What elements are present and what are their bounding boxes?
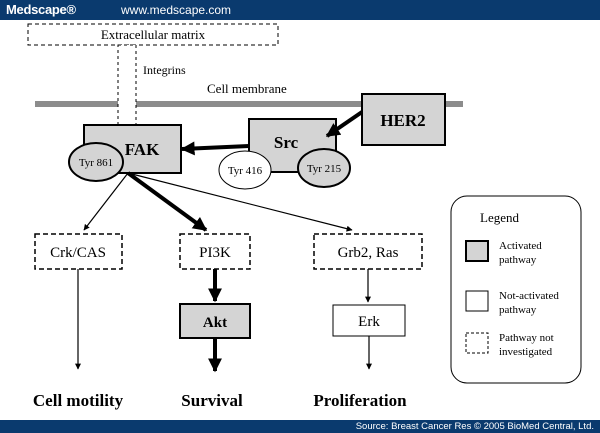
- cell-membrane-bar: [35, 101, 463, 107]
- cell-motility-label: Cell motility: [33, 391, 124, 410]
- tyr-215-site: [297, 148, 351, 188]
- grb2ras-box: [313, 233, 423, 270]
- extracellular-matrix-label: Extracellular matrix: [101, 27, 206, 42]
- fak-label: FAK: [125, 140, 160, 159]
- arrow-fak-crkcas: [83, 172, 129, 231]
- src-label: Src: [274, 133, 299, 152]
- tyr-416-label: Tyr 416: [228, 165, 263, 177]
- legend-activated-swatch: [465, 240, 489, 262]
- legend-not-activated-line2: pathway: [499, 304, 537, 316]
- erk-box: [332, 304, 406, 337]
- tyr-861-label: Tyr 861: [79, 157, 113, 169]
- arrow-her2-src: [325, 110, 364, 138]
- legend-not-activated-swatch: [465, 290, 489, 312]
- pi3k-label: PI3K: [199, 245, 231, 261]
- integrins-label: Integrins: [143, 63, 186, 77]
- source-credit: Source: Breast Cancer Res © 2005 BioMed …: [355, 421, 594, 432]
- akt-label: Akt: [203, 315, 227, 331]
- crkcas-box: [34, 233, 123, 270]
- her2-box: [361, 93, 446, 146]
- survival-label: Survival: [181, 391, 243, 410]
- legend-activated-line1: Activated: [499, 240, 542, 252]
- legend-not-investigated-swatch: [465, 332, 489, 354]
- crkcas-label: Crk/CAS: [50, 245, 106, 261]
- legend-not-investigated-line2: investigated: [499, 346, 553, 358]
- pi3k-box: [179, 233, 251, 270]
- her2-label: HER2: [380, 111, 425, 130]
- tyr-416-site: [218, 150, 272, 190]
- legend-activated-line2: pathway: [499, 254, 537, 266]
- tyr-861-site: [68, 142, 124, 182]
- arrow-fak-pi3k: [126, 171, 208, 232]
- legend-not-investigated-line1: Pathway not: [499, 332, 554, 344]
- integrins-column: [117, 44, 137, 128]
- grb2ras-label: Grb2, Ras: [338, 245, 399, 261]
- footer-bar: Source: Breast Cancer Res © 2005 BioMed …: [0, 420, 600, 433]
- cell-membrane-label: Cell membrane: [207, 81, 287, 96]
- arrow-fak-grb2ras: [127, 172, 353, 232]
- medscape-logo: Medscape®: [6, 2, 76, 17]
- legend-not-activated-line1: Not-activated: [499, 290, 559, 302]
- site-url: www.medscape.com: [121, 3, 232, 17]
- extracellular-matrix-box: [27, 23, 279, 46]
- tyr-215-label: Tyr 215: [307, 163, 342, 175]
- legend-title: Legend: [480, 210, 519, 225]
- erk-label: Erk: [358, 314, 380, 330]
- arrow-src-fak: [180, 141, 250, 156]
- proliferation-label: Proliferation: [313, 391, 407, 410]
- header-bar: Medscape® www.medscape.com: [0, 0, 600, 20]
